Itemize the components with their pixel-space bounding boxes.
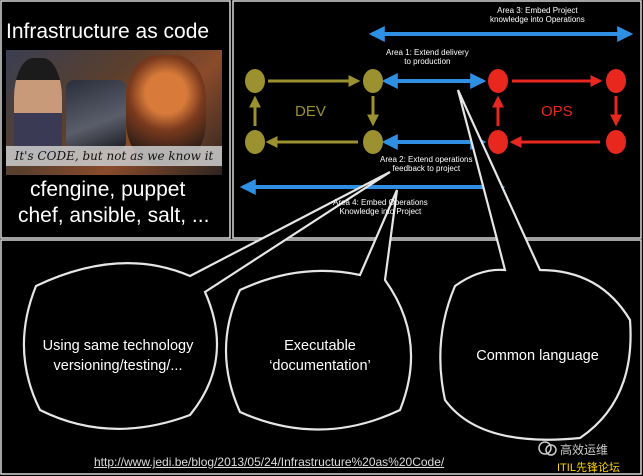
dev-loop — [245, 69, 383, 154]
bubble-2-text: Executable‘documentation’ — [269, 338, 371, 374]
photo-caption: It's CODE, but not as we know it — [6, 146, 222, 166]
ops-loop — [488, 69, 626, 154]
ops-label: OPS — [541, 103, 573, 120]
page-title: Infrastructure as code — [6, 20, 210, 43]
tools-line-2: chef, ansible, salt, ... — [18, 204, 210, 227]
dev-label: DEV — [295, 103, 326, 120]
watermark-title: 高效运维 — [560, 443, 609, 457]
bubble-shapes — [22, 89, 632, 441]
bubble-1 — [22, 171, 391, 430]
bubble-3-text: Common language — [476, 348, 599, 364]
watermark-subtitle: ITIL先锋论坛 — [557, 462, 620, 474]
bubble-2 — [224, 189, 413, 431]
bubble-3 — [439, 89, 632, 441]
tools-line-1: cfengine, puppet — [30, 178, 186, 201]
source-link[interactable]: http://www.jedi.be/blog/2013/05/24/Infra… — [94, 455, 445, 469]
